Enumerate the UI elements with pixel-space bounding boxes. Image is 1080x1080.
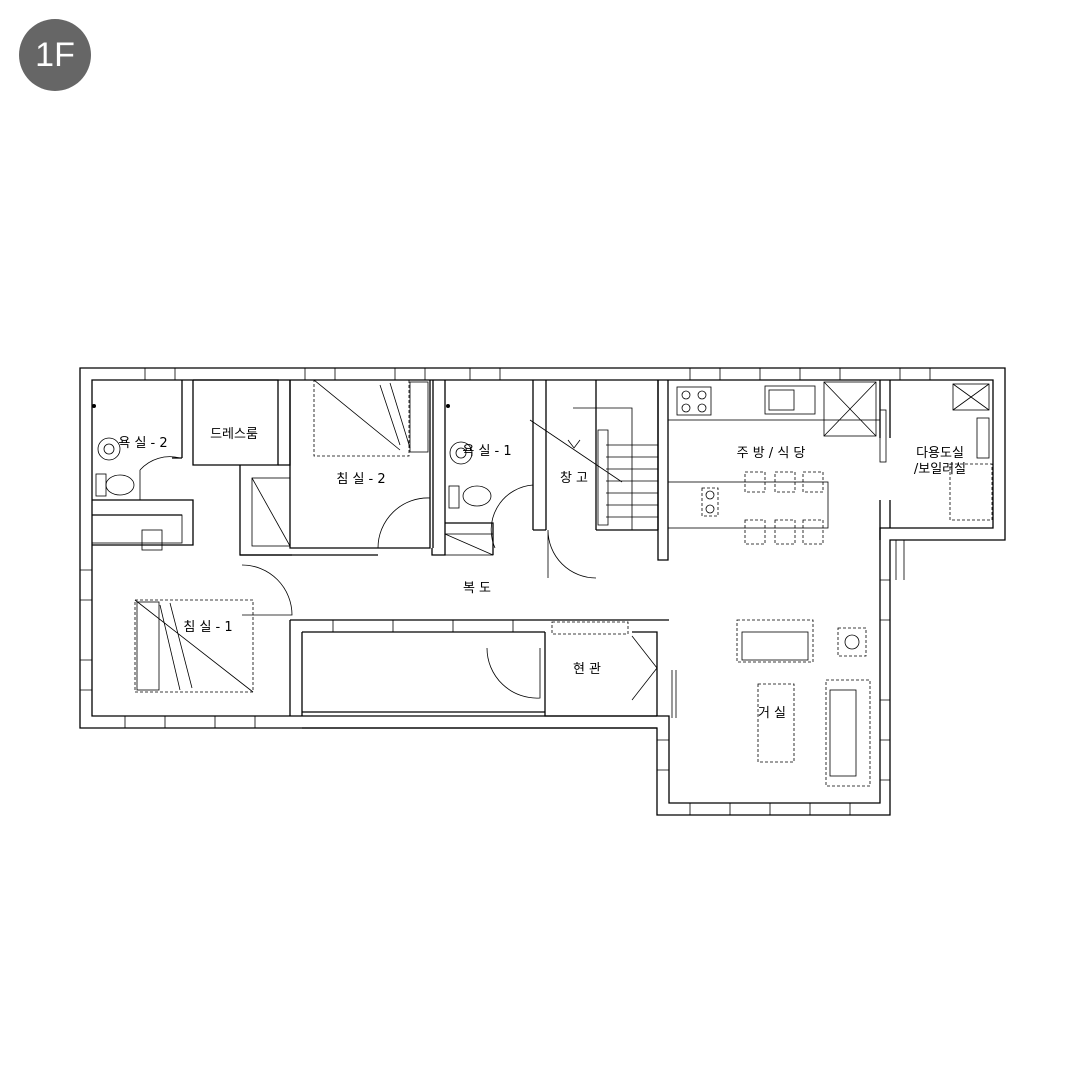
label-bedroom1: 침 실 - 1 [183, 620, 232, 635]
furniture-bedrooms [91, 379, 494, 693]
label-dressroom: 드레스룸 [210, 427, 258, 442]
label-utility-line1: 다용도실 [916, 446, 964, 461]
living-furniture [551, 619, 871, 787]
floor-badge: 1F [19, 19, 91, 91]
label-living: 거 실 [758, 706, 786, 721]
bath-fixtures [92, 404, 492, 509]
kitchen-fixtures [667, 379, 993, 545]
exterior-walls [79, 367, 1006, 816]
room-labels: 욕 실 - 2 드레스룸 침 실 - 2 욕 실 - 1 창 고 주 방 / 식… [118, 427, 966, 721]
doors [139, 456, 905, 718]
label-bath2: 욕 실 - 2 [118, 436, 167, 451]
label-storage: 창 고 [560, 471, 588, 486]
label-kitchen-dining: 주 방 / 식 당 [737, 446, 806, 461]
label-bath1: 욕 실 - 1 [462, 444, 511, 459]
label-bedroom2: 침 실 - 2 [336, 472, 385, 487]
label-corridor: 복 도 [463, 581, 491, 596]
staircase [529, 407, 658, 530]
label-entrance: 현 관 [573, 662, 601, 677]
label-utility-line2: /보일러실 [914, 462, 966, 477]
